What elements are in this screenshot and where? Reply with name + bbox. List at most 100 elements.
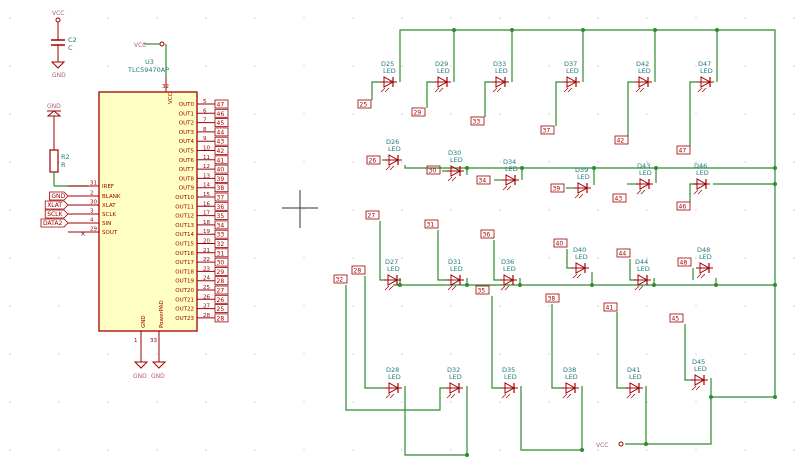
net-label-39[interactable]: 39 — [550, 183, 565, 193]
net-label-46[interactable]: 46 — [676, 201, 691, 211]
net-label-40[interactable]: 40 — [553, 238, 568, 248]
net-label-32[interactable]: 32 — [333, 274, 348, 284]
u3-gnd2-label: GND — [151, 373, 165, 380]
junction-dot — [773, 166, 777, 170]
net-label-29[interactable]: 29 — [411, 107, 426, 117]
net-label-44[interactable]: 44 — [616, 248, 631, 258]
net-label-48[interactable]: 48 — [677, 257, 692, 267]
net-label-45[interactable]: 45 — [669, 313, 684, 323]
junction-dot — [592, 166, 596, 170]
led-vcc-symbol[interactable]: VCC — [596, 441, 624, 449]
net-label-47[interactable]: 47 — [676, 145, 691, 155]
net-label-43[interactable]: 43 — [612, 193, 627, 203]
u3-pin-num: 23 — [203, 266, 210, 272]
c2-value: C — [68, 44, 73, 52]
u3-pin-name: OUT3 — [179, 130, 195, 136]
led-ref: D40 — [573, 246, 586, 254]
resistor-r2[interactable]: GND R2 R — [46, 103, 88, 187]
u3-out-net-box — [214, 201, 229, 211]
net-label-26[interactable]: 26 — [366, 155, 381, 165]
net-label-37[interactable]: 37 — [540, 125, 555, 135]
net-label-27[interactable]: 27 — [365, 210, 380, 220]
c2-gnd-label: GND — [52, 72, 66, 79]
u3-gnd-pin-name: GND — [141, 315, 147, 328]
capacitor-c2[interactable]: VCC GND C2 C — [50, 10, 77, 79]
net-label-33[interactable]: 33 — [470, 116, 485, 126]
net-label-box — [470, 116, 485, 126]
net-label-34[interactable]: 34 — [476, 175, 491, 185]
u3-vcc-pin-name: VCC — [168, 92, 174, 104]
net-label-38[interactable]: 38 — [545, 293, 560, 303]
net-label-25[interactable]: 25 — [357, 99, 372, 109]
net-label-42[interactable]: 42 — [614, 135, 629, 145]
net-label-28[interactable]: 28 — [351, 265, 366, 275]
led-value: LED — [577, 173, 590, 181]
net-label-36[interactable]: 36 — [480, 229, 495, 239]
net-label-box — [553, 238, 568, 248]
net-label-35[interactable]: 35 — [475, 285, 490, 295]
net-label-30[interactable]: 30 — [426, 165, 441, 175]
net-label-41[interactable]: 41 — [603, 302, 618, 312]
net-label-31[interactable]: 31 — [424, 219, 439, 229]
u3-out-net-box — [214, 99, 229, 109]
ic-u3[interactable]: U3 TLC59470AP VCC 32 VCC IREF31BLANK2GND… — [40, 41, 229, 380]
led-value: LED — [387, 265, 400, 273]
u3-out-net-box — [214, 211, 229, 221]
net-label-text: 28 — [354, 268, 362, 275]
